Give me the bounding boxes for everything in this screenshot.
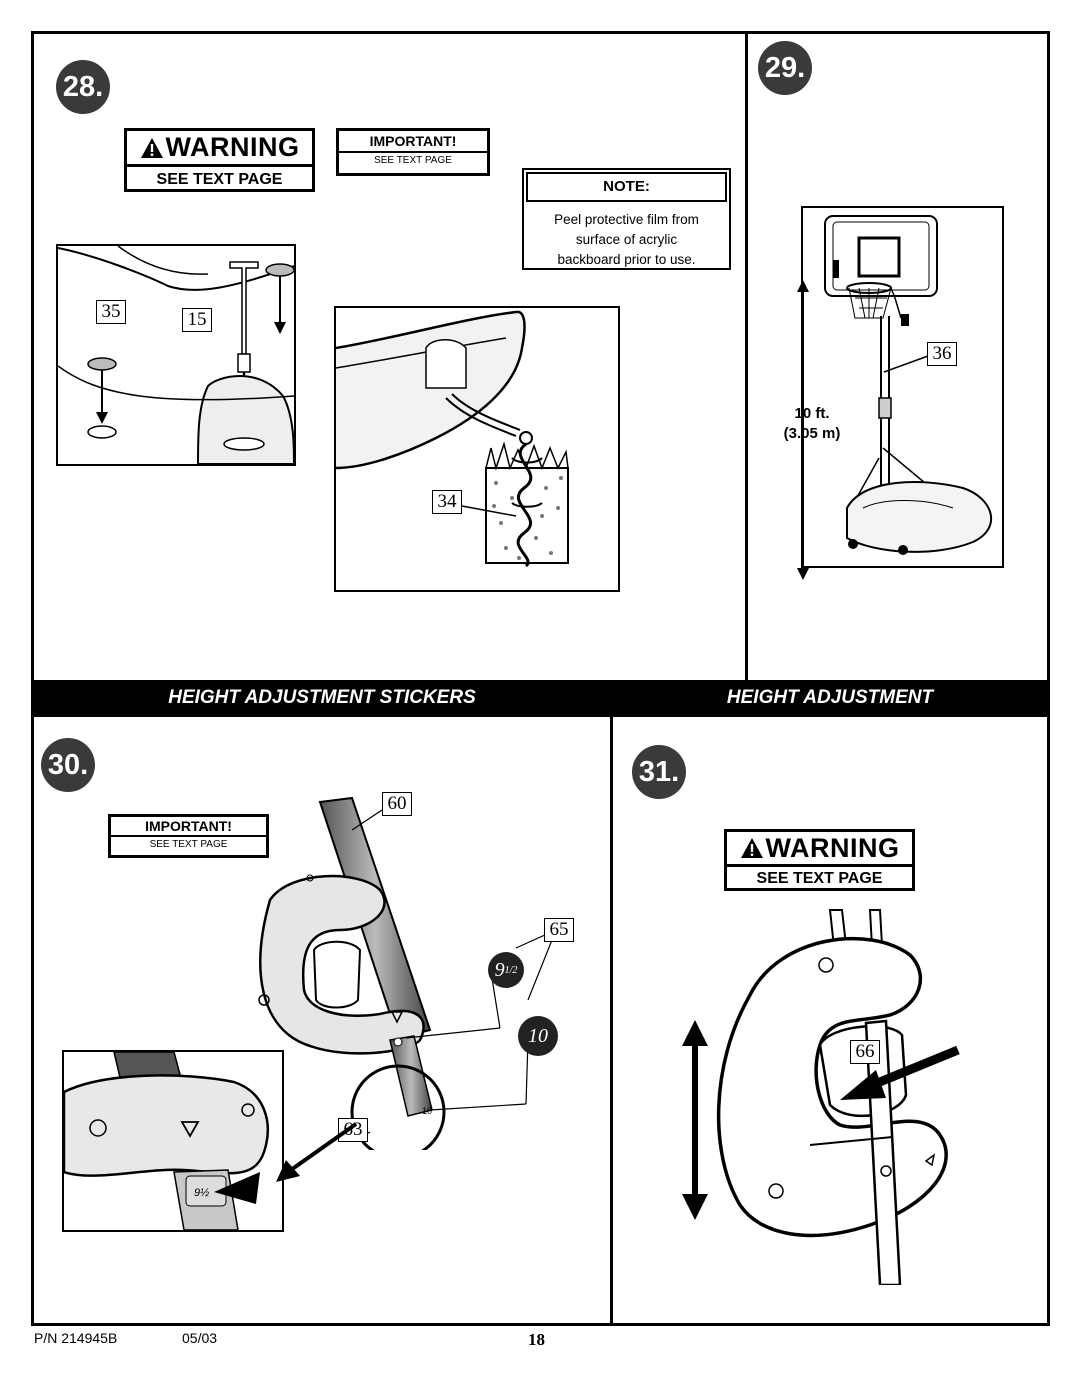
leader-36 xyxy=(883,355,929,373)
height-meters: (3.05 m) xyxy=(783,425,841,442)
important-label-28: IMPORTANT! SEE TEXT PAGE xyxy=(336,128,490,176)
up-down-arrow-icon xyxy=(682,1020,708,1220)
important-see-text-page-30: SEE TEXT PAGE xyxy=(149,839,228,850)
callout-66: 66 xyxy=(850,1040,880,1064)
hoop-height-illustration xyxy=(801,206,1004,568)
callout-60: 60 xyxy=(382,792,412,816)
ground-stake-drawing xyxy=(335,310,569,568)
warning-title: WARNING xyxy=(165,132,300,162)
base-cap-drawing xyxy=(57,245,296,465)
step-number-30: 30. xyxy=(41,738,95,792)
callout-63: 63 xyxy=(338,1118,368,1142)
note-line-2: surface of acrylic xyxy=(575,232,678,247)
height-dimension-arrow xyxy=(797,280,809,580)
height-label: 10 ft. (3.05 m) xyxy=(764,404,860,444)
base-cap-illustration xyxy=(56,244,296,466)
hoop-system-drawing xyxy=(824,215,993,555)
height-feet: 10 ft. xyxy=(794,405,830,422)
sticker-half: 1/2 xyxy=(504,964,518,976)
callout-34: 34 xyxy=(432,490,462,514)
warning-label-31: WARNING SEE TEXT PAGE xyxy=(724,829,915,891)
page-number: 18 xyxy=(528,1330,545,1349)
important-see-text-page: SEE TEXT PAGE xyxy=(374,155,452,166)
callout-36: 36 xyxy=(927,342,957,366)
important-title-30: IMPORTANT! xyxy=(111,817,266,837)
callout-65: 65 xyxy=(544,918,574,942)
footer-date: 05/03 xyxy=(182,1330,218,1346)
warning-label-28: WARNING SEE TEXT PAGE xyxy=(124,128,315,192)
step-number-28: 28. xyxy=(56,60,110,114)
closeup-pointer-arrow xyxy=(276,1122,358,1182)
important-label-30: IMPORTANT! SEE TEXT PAGE xyxy=(108,814,269,858)
warning-triangle-icon xyxy=(140,137,163,158)
note-title: NOTE: xyxy=(526,172,727,202)
note-line-3: backboard prior to use. xyxy=(557,252,696,267)
svg-text:9½: 9½ xyxy=(194,1187,209,1199)
note-line-1: Peel protective film from xyxy=(554,212,699,227)
warning-see-text-page-31: SEE TEXT PAGE xyxy=(756,870,883,887)
push-button-arrow-icon xyxy=(840,1046,960,1100)
sticker-nine: 9 xyxy=(494,958,505,981)
sticker-ten: 10 xyxy=(518,1016,558,1056)
step-number-31: 31. xyxy=(632,745,686,799)
warning-see-text-page: SEE TEXT PAGE xyxy=(156,170,283,188)
ground-stake-illustration xyxy=(334,306,620,592)
sticker-application-drawing: 10 xyxy=(258,796,557,1150)
sticker-closeup-drawing: 9½ xyxy=(62,1051,269,1231)
section-bar-height-adjustment-stickers: HEIGHT ADJUSTMENT STICKERS xyxy=(31,680,613,716)
callout-35: 35 xyxy=(96,300,126,324)
callout-15: 15 xyxy=(182,308,212,332)
footer-part-number: P/N 214945B xyxy=(34,1330,118,1346)
sticker-closeup-inset: 9½ xyxy=(62,1050,284,1232)
section-bar-height-adjustment: HEIGHT ADJUSTMENT xyxy=(610,680,1050,716)
note-label: NOTE: Peel protective film from surface … xyxy=(522,168,731,270)
step-number-29: 29. xyxy=(758,41,812,95)
warning-title-31: WARNING xyxy=(765,832,900,863)
important-title: IMPORTANT! xyxy=(339,131,487,153)
svg-text:10: 10 xyxy=(422,1106,432,1116)
warning-triangle-icon-31 xyxy=(740,838,763,858)
